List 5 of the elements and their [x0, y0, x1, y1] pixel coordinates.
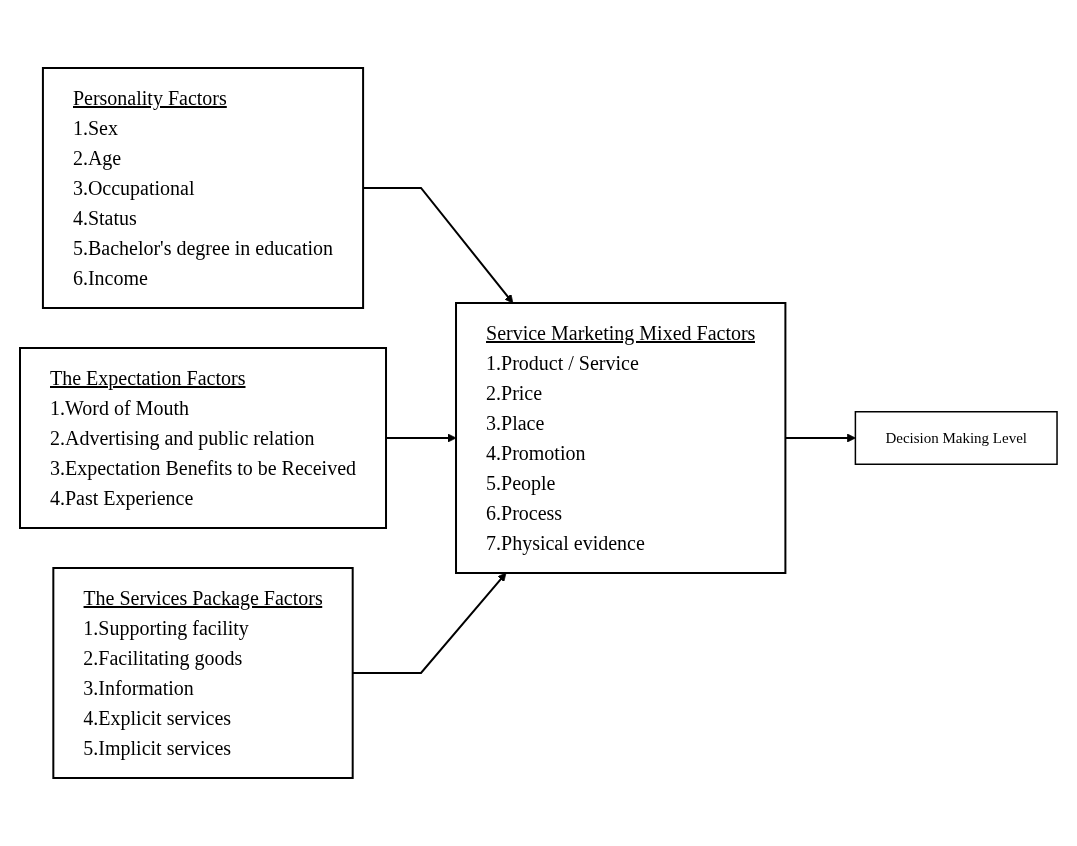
node-box: Decision Making Level	[854, 411, 1058, 465]
node-box: The Expectation Factors 1.Word of Mouth 2.Advertising and public relation 3.Expectation Benefits to be Received 4.Past Experience	[19, 347, 387, 529]
node-box: Personality Factors 1.Sex 2.Age 3.Occupational 4.Status 5.Bachelor's degree in education 6.Income	[41, 67, 365, 309]
node-box: The Services Package Factors 1.Supporting facility 2.Facilitating goods 3.Information 4.Explicit services 5.Implicit services	[52, 567, 354, 779]
node-box: Service Marketing Mixed Factors 1.Product / Service 2.Price 3.Place 4.Promotion 5.People 6.Process 7.Physical evidence	[455, 302, 787, 574]
